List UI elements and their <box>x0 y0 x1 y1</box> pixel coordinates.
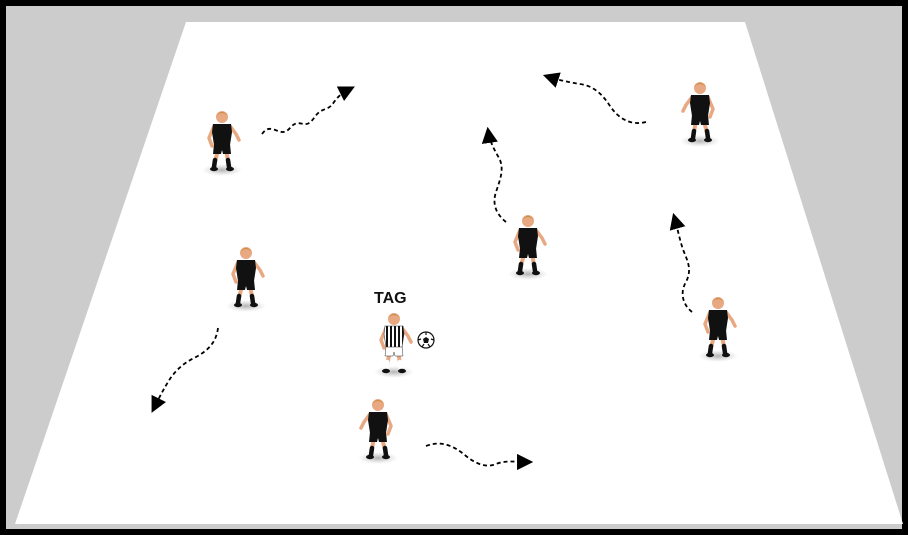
soccer-ball-icon <box>418 332 434 348</box>
player-shadow <box>508 268 548 280</box>
player-shadow <box>698 350 738 362</box>
player-shadow <box>202 164 242 176</box>
player-shadow <box>358 452 398 464</box>
tagger-label: TAG <box>374 290 407 307</box>
player-shadow <box>680 135 720 147</box>
player-shadow <box>374 366 414 378</box>
player-shadow <box>226 300 266 312</box>
